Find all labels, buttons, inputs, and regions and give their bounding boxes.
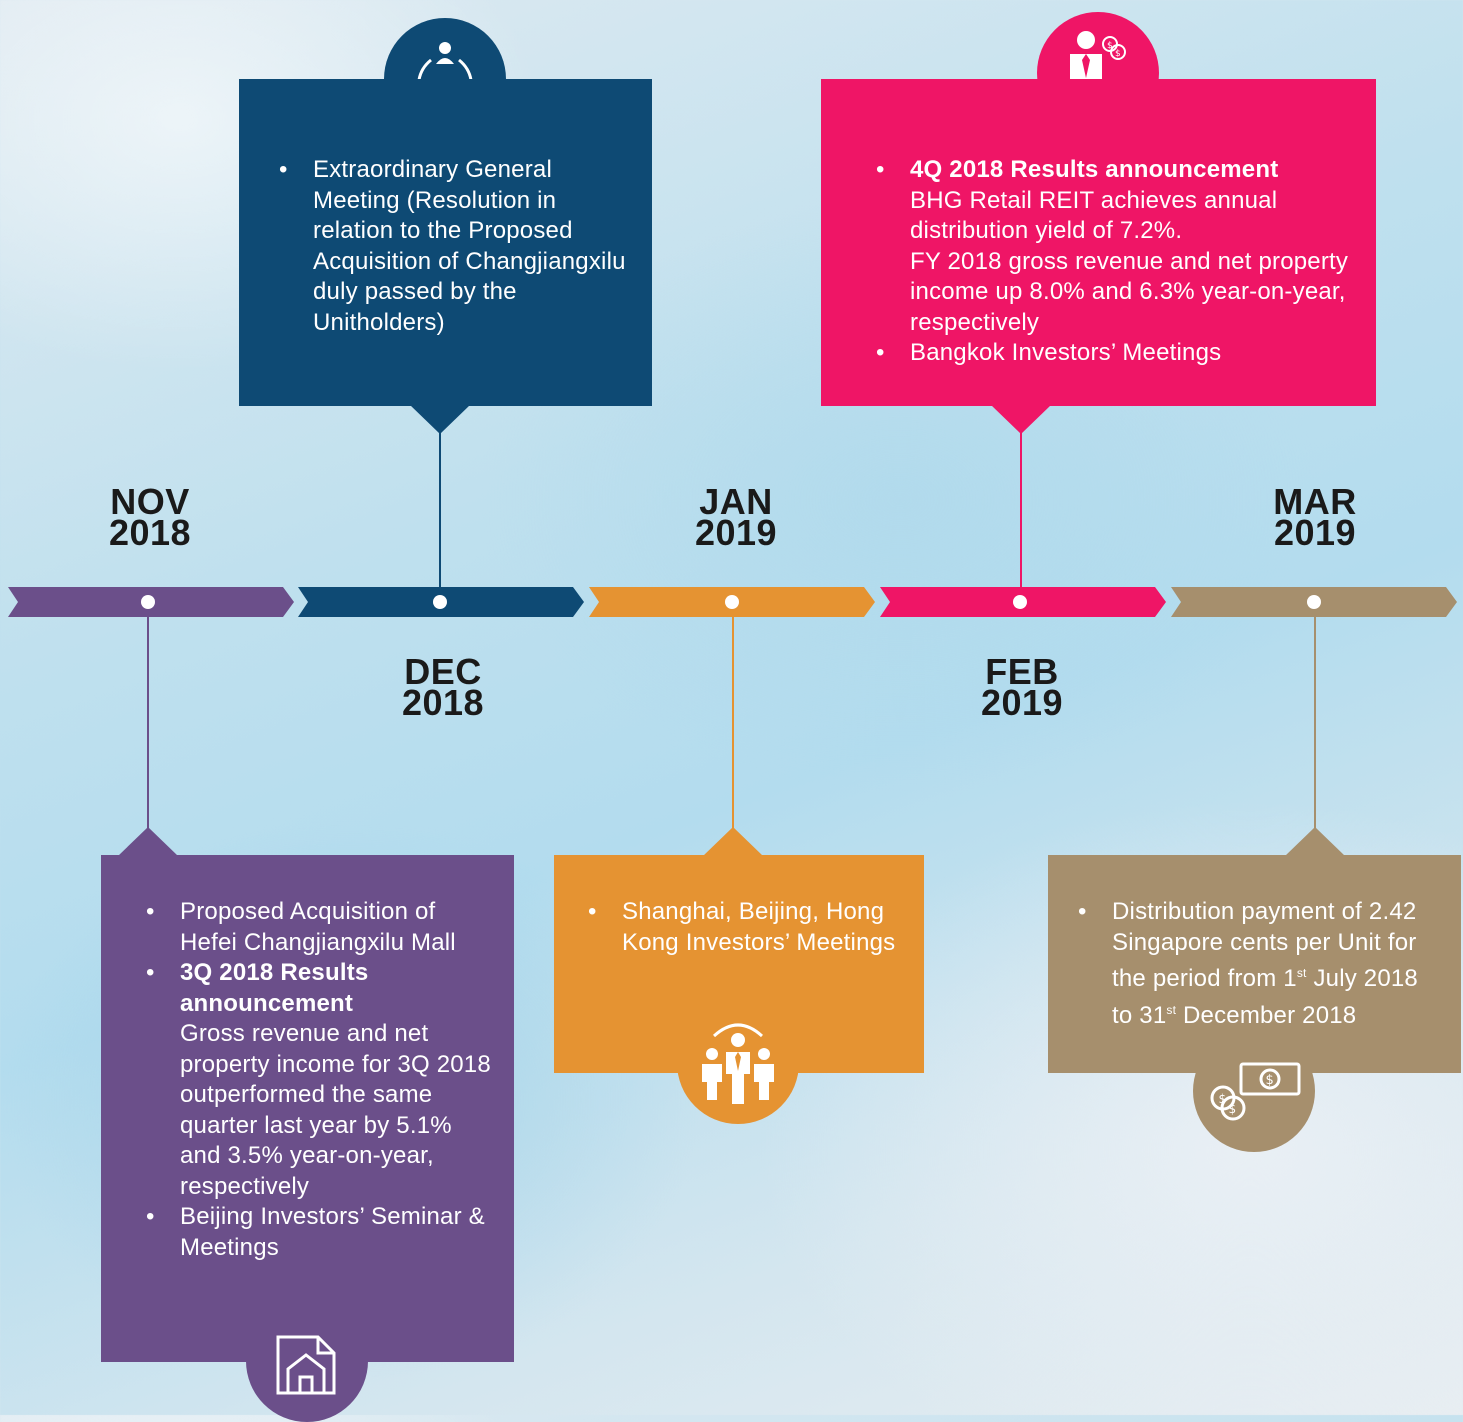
timeline-dot-jan — [725, 595, 739, 609]
nov-item-2: 3Q 2018 Results announcement Gross reven… — [146, 958, 498, 1202]
nov-item-1: Proposed Acquisition of Hefei Changjiang… — [146, 897, 498, 958]
svg-text:$: $ — [1229, 1102, 1237, 1116]
nov-event-box: Proposed Acquisition of Hefei Changjiang… — [101, 855, 514, 1362]
connector-mar — [1314, 602, 1316, 828]
feb-item-1: 4Q 2018 Results announcement BHG Retail … — [876, 155, 1358, 338]
mar-box-pointer — [1285, 827, 1345, 856]
svg-text:$: $ — [1115, 49, 1121, 59]
jan-item-1: Shanghai, Beijing, Hong Kong Investors’ … — [588, 897, 900, 958]
timeline-dot-feb — [1013, 595, 1027, 609]
dec-event-box: Extraordinary General Meeting (Resolutio… — [239, 79, 652, 406]
property-document-icon — [276, 1335, 336, 1395]
feb-event-box: 4Q 2018 Results announcement BHG Retail … — [821, 79, 1376, 406]
connector-jan — [732, 602, 734, 828]
connector-dec — [439, 432, 441, 602]
connector-feb — [1020, 432, 1022, 602]
jan-box-pointer — [703, 827, 763, 856]
investors-group-icon — [702, 1023, 774, 1104]
connector-nov — [147, 602, 149, 828]
dec-item-1: Extraordinary General Meeting (Resolutio… — [279, 155, 628, 338]
nov-item-3: Beijing Investors’ Seminar & Meetings — [146, 1202, 498, 1263]
mar-item-1: Distribution payment of 2.42 Singapore c… — [1078, 897, 1443, 1031]
cash-coins-icon: $ $ $ — [1210, 1062, 1301, 1121]
svg-text:$: $ — [1219, 1092, 1227, 1106]
feb-item-2: Bangkok Investors’ Meetings — [876, 338, 1358, 369]
dec-box-pointer — [410, 405, 470, 434]
nov-box-pointer — [118, 827, 178, 856]
timeline-dot-nov — [141, 595, 155, 609]
timeline-dot-mar — [1307, 595, 1321, 609]
feb-box-pointer — [991, 405, 1051, 434]
mar-event-box: Distribution payment of 2.42 Singapore c… — [1048, 855, 1461, 1073]
timeline-dot-dec — [433, 595, 447, 609]
svg-text:$: $ — [1107, 41, 1113, 51]
svg-text:$: $ — [1266, 1073, 1274, 1088]
